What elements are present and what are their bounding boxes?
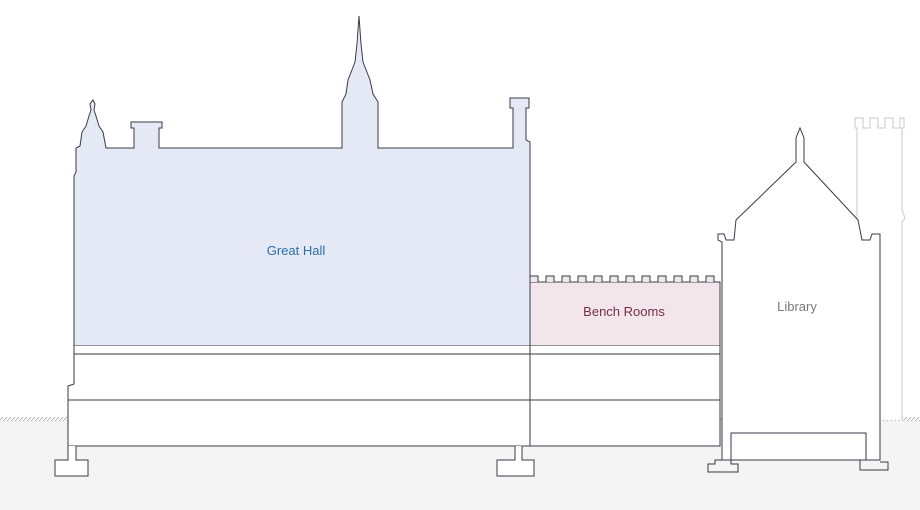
- bench-rooms-label: Bench Rooms: [583, 304, 665, 319]
- great-hall-foundation-left: [54, 446, 89, 477]
- great-hall-label: Great Hall: [267, 243, 326, 258]
- library-foundation: [707, 432, 889, 473]
- great-hall-lower: [67, 346, 531, 447]
- great-hall-outline: [73, 15, 531, 347]
- bench-rooms-crenellation: [529, 275, 720, 283]
- bench-rooms-lower: [529, 346, 721, 447]
- great-hall-foundation-right: [496, 446, 535, 477]
- library-outline: [717, 126, 881, 461]
- library-label: Library: [777, 299, 817, 314]
